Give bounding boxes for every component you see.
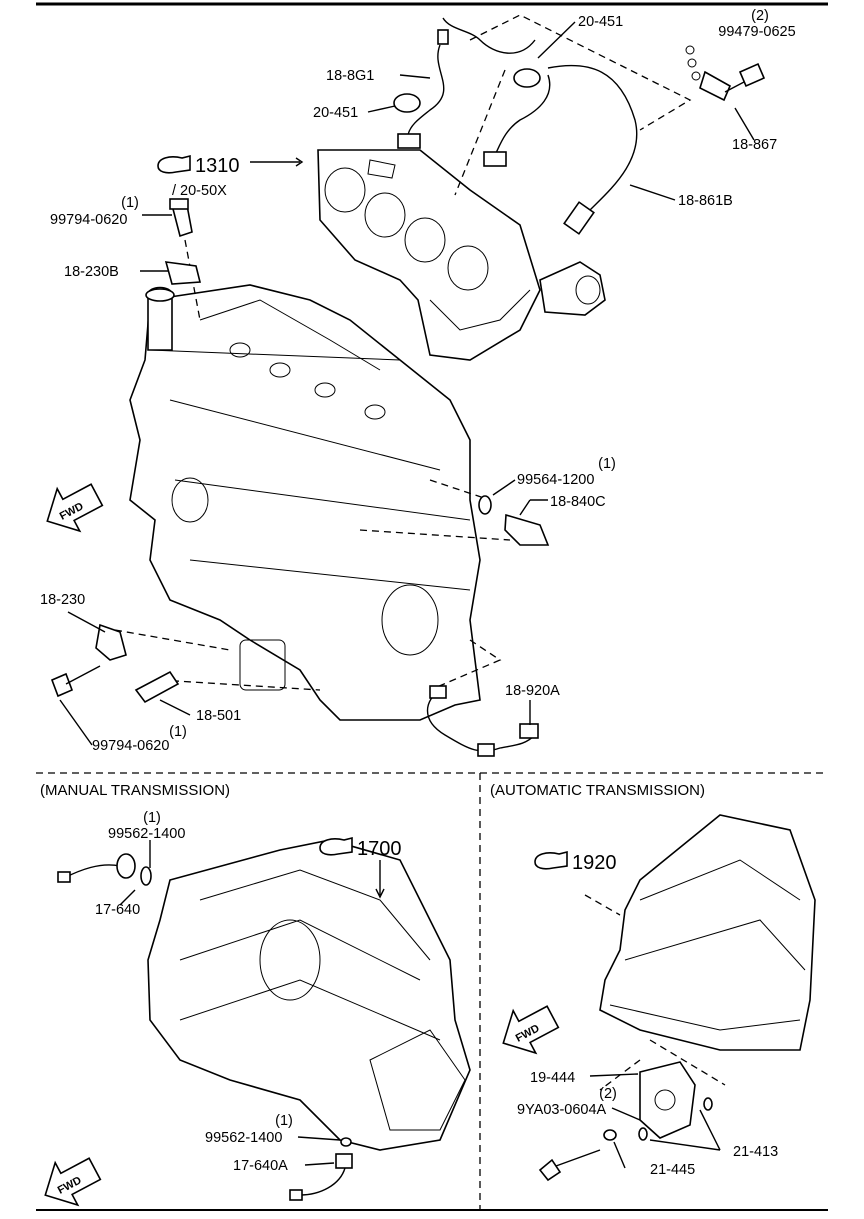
label-18-867: 18-867 xyxy=(732,137,777,153)
label-ref-20-50x: / 20-50X xyxy=(172,183,227,199)
label-21-445: 21-445 xyxy=(650,1162,695,1178)
reference-icon-1310 xyxy=(157,154,191,174)
label-20-451-left: 20-451 xyxy=(313,105,358,121)
reference-icon-1700 xyxy=(319,836,353,856)
label-99562-qty-top: (1) xyxy=(143,810,161,826)
label-99794-0620-bottom: 99794-0620 xyxy=(92,738,169,754)
frame xyxy=(36,2,828,1211)
exhaust-manifold-illustration xyxy=(317,149,606,361)
transmission-range-switch-illustration xyxy=(639,1061,696,1139)
label-9ya03-qty: (2) xyxy=(599,1086,617,1102)
manual-transmission-section: (MANUAL TRANSMISSION) (1) 99562-1400 170… xyxy=(40,782,471,1207)
top-labels: 20-451 (2) 99479-0625 18-8G1 20-451 18-8… xyxy=(40,8,796,754)
section-title-automatic: (AUTOMATIC TRANSMISSION) xyxy=(490,782,705,799)
automatic-transmission-section: (AUTOMATIC TRANSMISSION) 1920 19-444 (2)… xyxy=(490,782,816,1182)
fwd-arrow-manual: FWD xyxy=(44,1157,102,1207)
label-99562-1400-top: 99562-1400 xyxy=(108,826,185,842)
leader-lines-top xyxy=(59,21,755,746)
label-17-640: 17-640 xyxy=(95,902,140,918)
label-18-501: 18-501 xyxy=(196,708,241,724)
label-ref-1310: 1310 xyxy=(195,155,240,177)
label-20-451-top: 20-451 xyxy=(578,14,623,30)
label-18-920a: 18-920A xyxy=(505,683,560,699)
label-17-640a: 17-640A xyxy=(233,1158,288,1174)
section-title-manual: (MANUAL TRANSMISSION) xyxy=(40,782,230,799)
label-ref-1920: 1920 xyxy=(572,852,617,874)
label-99564-1200: 99564-1200 xyxy=(517,472,594,488)
engine-block-illustration xyxy=(114,239,511,721)
label-18-840c: 18-840C xyxy=(550,494,606,510)
fwd-arrow-automatic: FWD xyxy=(502,1005,560,1055)
small-engine-parts xyxy=(50,198,550,757)
fwd-arrow-top: FWD xyxy=(46,483,104,533)
manual-switch-harness-bottom xyxy=(299,1167,346,1196)
label-9ya03-0604a: 9YA03-0604A xyxy=(517,1102,607,1118)
oxygen-sensor-harness xyxy=(393,14,692,235)
label-18-861b: 18-861B xyxy=(678,193,733,209)
label-99479-0625: 99479-0625 xyxy=(718,24,795,40)
label-99479-qty: (2) xyxy=(751,8,769,24)
label-ref-1700: 1700 xyxy=(357,838,402,860)
label-19-444: 19-444 xyxy=(530,1070,575,1086)
manual-transaxle-illustration xyxy=(147,839,471,1151)
label-99562-1400-bottom: 99562-1400 xyxy=(205,1130,282,1146)
label-18-230b: 18-230B xyxy=(64,264,119,280)
label-18-501-qty: (1) xyxy=(169,724,187,740)
label-99564-qty: (1) xyxy=(598,456,616,472)
bracket-18-867-illustration xyxy=(685,45,766,102)
label-18-230: 18-230 xyxy=(40,592,85,608)
reference-icon-1920 xyxy=(534,850,568,870)
pointing-hand-icon xyxy=(157,154,191,174)
label-99794-qty-top: (1) xyxy=(121,195,139,211)
label-21-413: 21-413 xyxy=(733,1144,778,1160)
manual-switch-harness-top xyxy=(63,864,121,879)
label-18-8g1: 18-8G1 xyxy=(326,68,374,84)
label-99562-qty-bottom: (1) xyxy=(275,1113,293,1129)
automatic-transaxle-illustration xyxy=(599,814,816,1051)
label-99794-0620-top: 99794-0620 xyxy=(50,212,127,228)
